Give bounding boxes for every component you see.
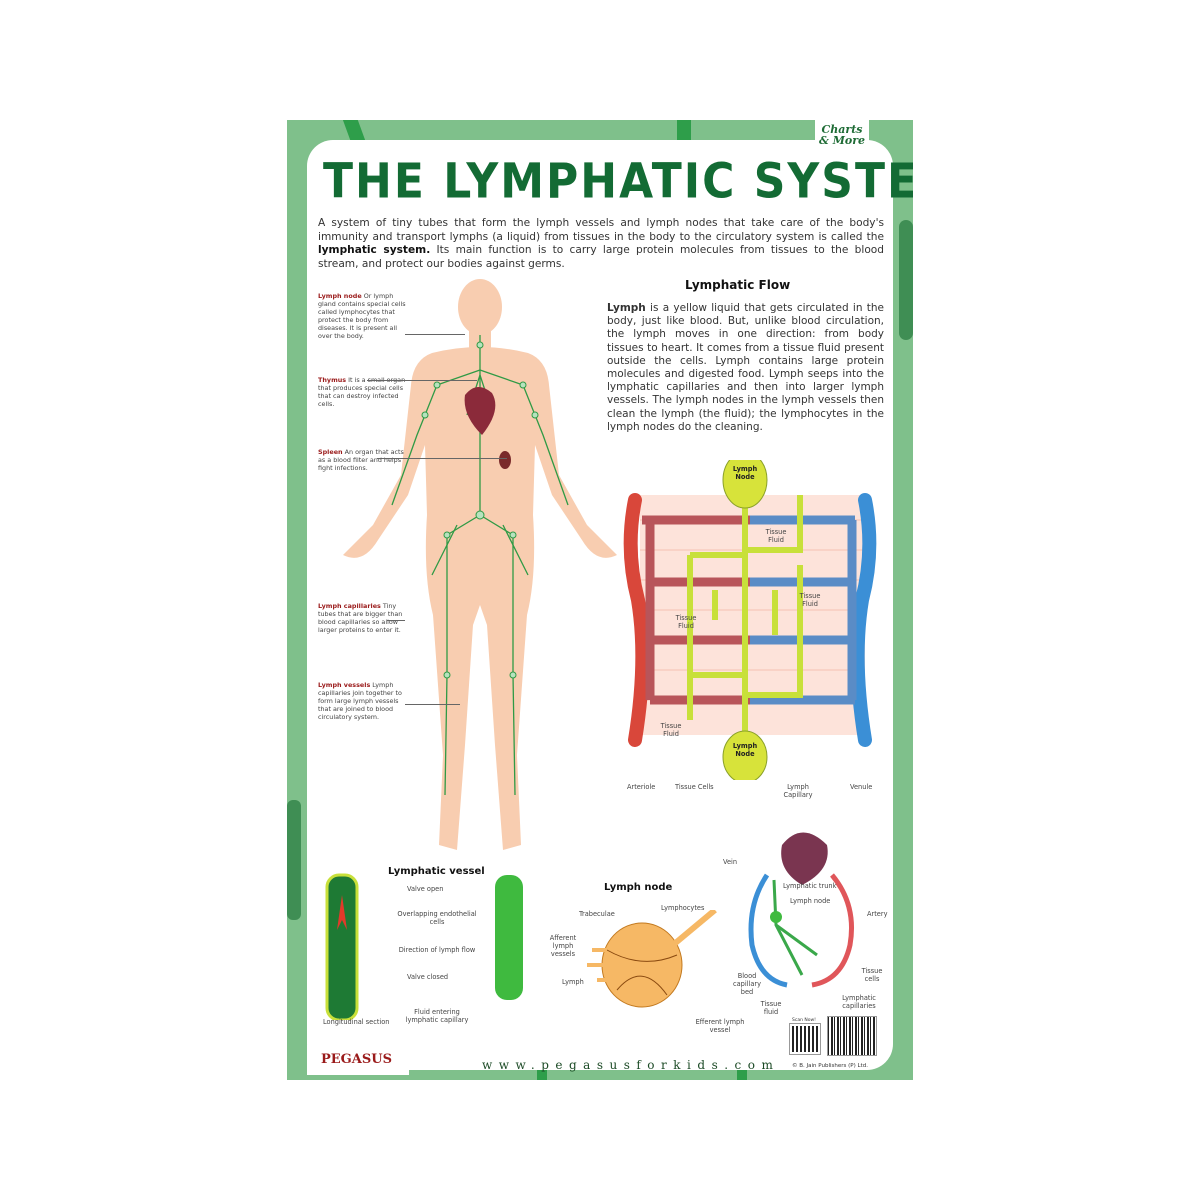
spleen-icon — [499, 451, 511, 469]
flow-arrow-icon — [337, 895, 347, 930]
decor-stripe — [899, 220, 913, 340]
flow-heading: Lymphatic Flow — [685, 278, 791, 292]
vessel-heading: Lymphatic vessel — [388, 866, 485, 877]
label-tissue-fluid: Tissue Fluid — [660, 722, 682, 738]
brand-badge: Charts & More — [815, 120, 869, 154]
page-title: THE LYMPHATIC SYSTEM — [323, 153, 913, 210]
label-overlapping-cells: Overlapping endothelial cells — [397, 910, 477, 926]
leader-line — [405, 704, 460, 705]
label-artery: Artery — [867, 910, 888, 918]
lymph-node-bottom — [722, 730, 768, 780]
leader-line — [367, 380, 477, 381]
label-valve-open: Valve open — [407, 885, 444, 893]
label-direction-flow: Direction of lymph flow — [398, 946, 476, 954]
label-arteriole: Arteriole — [627, 783, 656, 791]
node-heading: Lymph node — [604, 882, 673, 893]
label-trabeculae: Trabeculae — [579, 910, 615, 918]
label-lymphatic-capillaries: Lymphatic capillaries — [842, 994, 876, 1010]
vessel-exterior — [495, 875, 523, 1000]
lymph-node-top — [722, 460, 768, 509]
heart-icon — [464, 386, 496, 435]
barcode — [827, 1016, 877, 1056]
efferent-vessel — [665, 910, 717, 953]
label-lymphocytes: Lymphocytes — [661, 904, 705, 912]
lymph-node-dots — [421, 341, 539, 679]
label-tissue-cells: Tissue Cells — [675, 783, 714, 791]
leader-line — [387, 620, 405, 621]
lymphatic-trunk — [772, 879, 818, 976]
lymph-network — [391, 335, 569, 796]
scan-label: Scan Now! — [792, 1018, 816, 1023]
copyright: © B. Jain Publishers (P) Ltd. — [792, 1063, 868, 1069]
label-lymph-capillaries: Lymph capillaries Tiny tubes that are bi… — [318, 602, 403, 634]
label-spleen: Spleen An organ that acts as a blood fil… — [318, 448, 404, 472]
venule — [850, 493, 877, 747]
leader-line — [405, 334, 465, 335]
lymphatic-flow-diagram — [623, 460, 877, 780]
label-lymph-capillary: Lymph Capillary — [783, 783, 813, 799]
vein — [748, 873, 788, 988]
label-lymph-node-bottom: Lymph Node — [732, 742, 758, 758]
lymph-node-dot — [770, 911, 782, 923]
label-tissue-fluid: Tissue Fluid — [675, 614, 697, 630]
label-lymphatic-trunk: Lymphatic trunk — [783, 882, 837, 890]
lymph-node-diagram — [587, 910, 717, 1008]
label-fluid-entering: Fluid entering lymphatic capillary — [405, 1008, 469, 1024]
body-figure — [343, 279, 617, 850]
arteriole — [623, 493, 650, 747]
heart-icon — [781, 832, 828, 885]
website-url: www.pegasusforkids.com — [482, 1058, 780, 1072]
label-lymph: Lymph — [562, 978, 584, 986]
lymph-capillaries — [687, 490, 803, 750]
leader-line — [377, 458, 507, 459]
flow-text: Lymph is a yellow liquid that gets circu… — [607, 302, 884, 433]
poster: Charts & More THE LYMPHATIC SYSTEM A sys… — [287, 120, 913, 1080]
artery — [811, 873, 855, 988]
circulation-diagram — [748, 832, 855, 988]
label-venule: Venule — [850, 783, 873, 791]
label-capillary-bed: Blood capillary bed — [732, 972, 761, 996]
label-tissue-fluid: Tissue Fluid — [799, 592, 821, 608]
label-lymph-node-top: Lymph Node — [732, 465, 758, 481]
qr-code[interactable] — [789, 1023, 821, 1055]
label-vein: Vein — [723, 858, 738, 866]
decor-stripe — [737, 1060, 747, 1080]
label-lymph-vessels: Lymph vessels Lymph capillaries join tog… — [318, 681, 402, 721]
label-tissue-fluid: Tissue Fluid — [765, 528, 787, 544]
label-valve-closed: Valve closed — [407, 973, 449, 981]
lymphatic-vessel-diagram — [325, 873, 523, 1020]
publisher-logo: PEGASUS — [307, 1045, 409, 1075]
label-longitudinal-section: Longitudinal section — [323, 1018, 390, 1026]
label-lymph-node: Lymph node Or lymph gland contains speci… — [318, 292, 406, 340]
label-tissue-cells-small: Tissue cells — [861, 967, 883, 983]
label-lymph-node-small: Lymph node — [790, 897, 831, 905]
label-efferent-vessel: Efferent lymph vessel — [695, 1018, 745, 1034]
intro-text: A system of tiny tubes that form the lym… — [318, 217, 885, 270]
decor-stripe — [287, 800, 301, 920]
label-afferent-vessels: Afferent lymph vessels — [549, 934, 577, 958]
label-tissue-fluid-small: Tissue fluid — [760, 1000, 782, 1016]
decor-stripe — [537, 1060, 547, 1080]
body-silhouette — [343, 279, 617, 850]
